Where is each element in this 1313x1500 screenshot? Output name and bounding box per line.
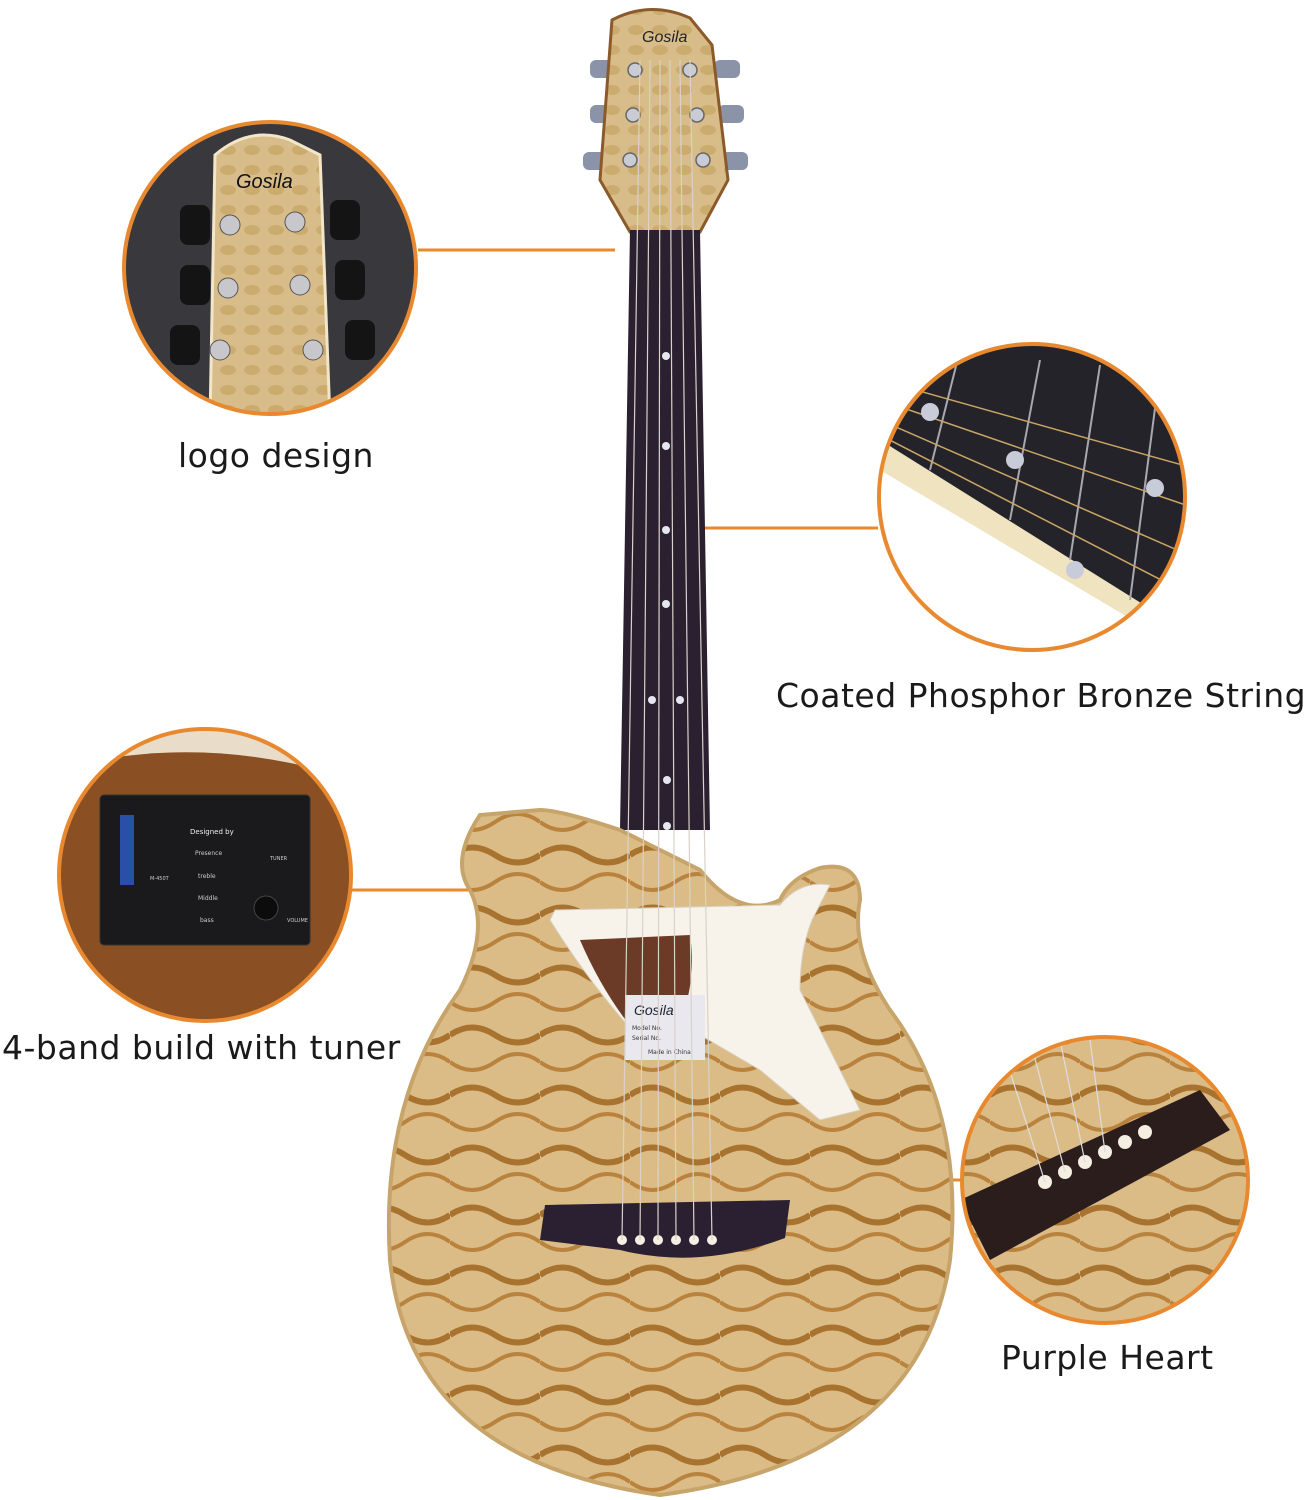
- guitar-body: [386, 807, 955, 1498]
- preamp-treble: treble: [198, 873, 216, 880]
- detail-circle-logo: Gosila: [122, 120, 418, 416]
- svg-text:Gosila: Gosila: [634, 1002, 674, 1018]
- preamp-presence: Presence: [195, 850, 222, 857]
- guitar: Gosila Gosila Model No. Serial No. Made …: [386, 8, 955, 1498]
- preamp-middle: Middle: [198, 895, 218, 902]
- strings: [621, 59, 713, 1241]
- preamp-volume: VOLUME: [287, 918, 308, 924]
- detail-circle-bridge: [960, 1035, 1250, 1325]
- label-model: Model No.: [632, 1025, 662, 1032]
- callout-label-preamp: 4-band build with tuner: [2, 1028, 401, 1067]
- callout-label-logo: logo design: [178, 436, 374, 475]
- svg-text:Gosila: Gosila: [236, 171, 293, 193]
- label-origin: Made in China: [648, 1049, 691, 1056]
- preamp-tuner: TUNER: [269, 856, 288, 862]
- preamp-bass: bass: [200, 917, 214, 924]
- detail-circle-string: [877, 342, 1187, 652]
- label-serial: Serial No.: [632, 1035, 661, 1042]
- callout-label-bridge: Purple Heart: [1001, 1338, 1214, 1377]
- callout-label-string: Coated Phosphor Bronze String: [776, 676, 1307, 715]
- svg-text:Gosila: Gosila: [642, 29, 687, 46]
- preamp-model: M-450T: [150, 876, 170, 882]
- bridge: [540, 1200, 790, 1258]
- preamp-designed-by: Designed by: [190, 828, 234, 836]
- detail-circle-preamp: Designed by Presence treble Middle bass …: [57, 727, 353, 1023]
